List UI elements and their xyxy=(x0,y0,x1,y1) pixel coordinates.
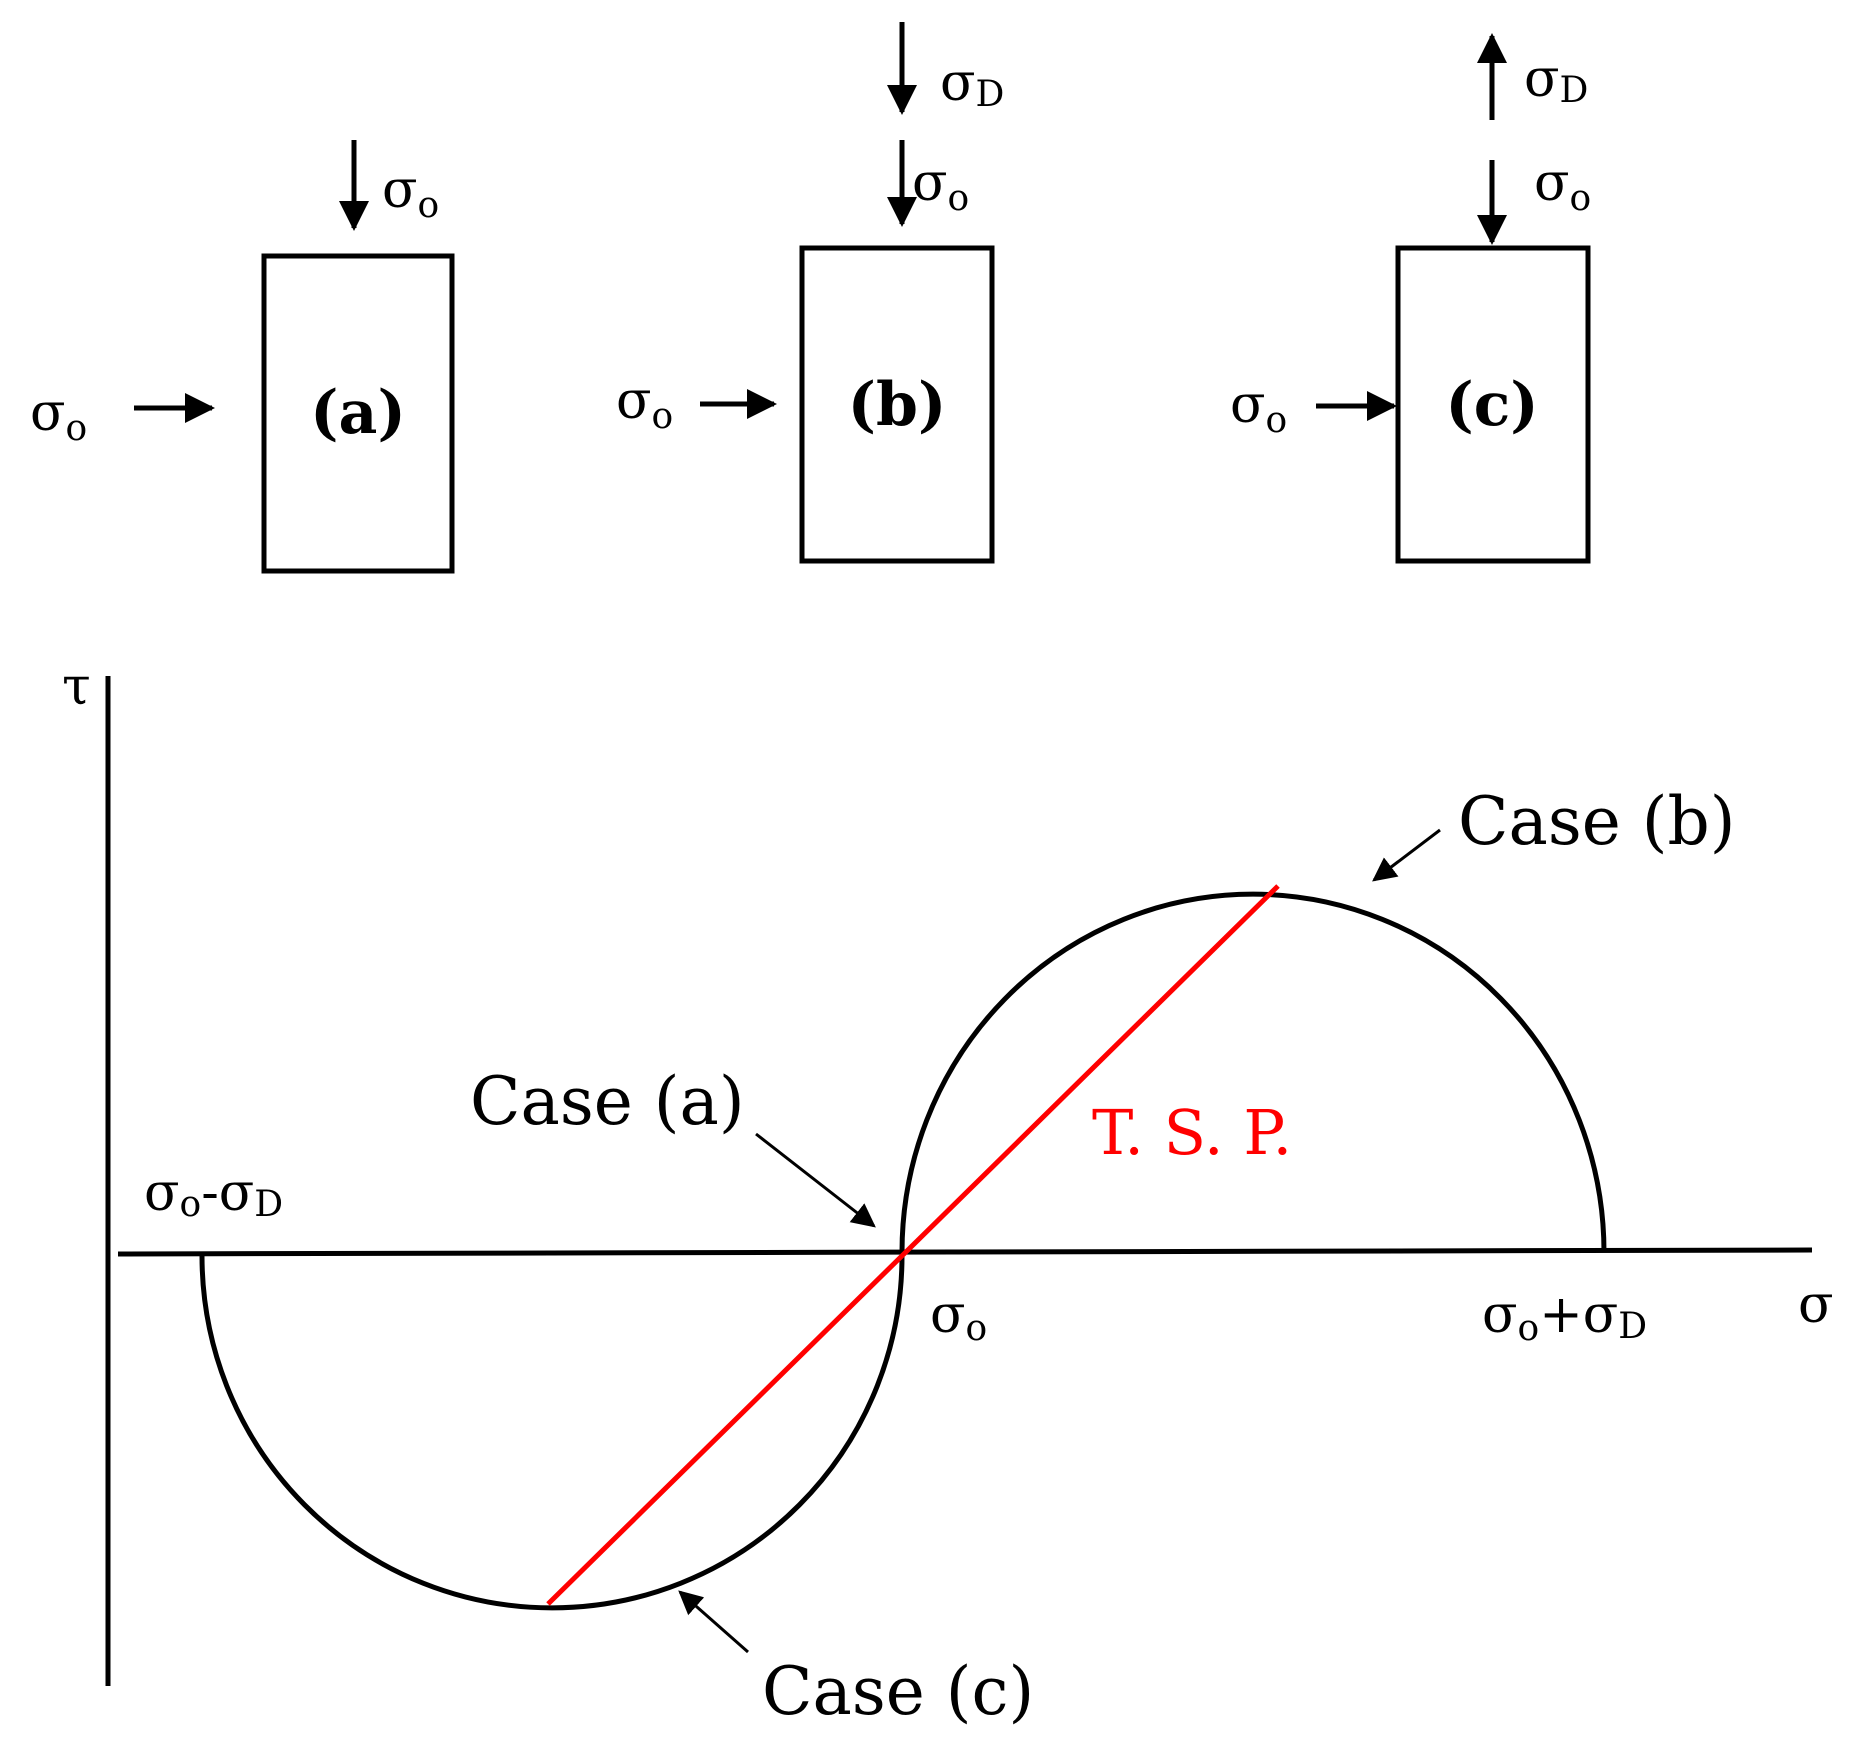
sigma-subscript: o xyxy=(1266,400,1288,441)
element-c: (c) σD σo σo xyxy=(1230,33,1591,564)
sigma-symbol: σ xyxy=(930,1285,966,1345)
element-b-sigma-d-label: σD xyxy=(940,53,1004,115)
case-c-label: Case (c) xyxy=(762,1653,1034,1730)
plus-sign: + xyxy=(1539,1285,1583,1345)
sigma-o-tick-label: σo xyxy=(930,1285,987,1349)
element-b-horizontal-sigma-label: σo xyxy=(616,371,673,437)
sigma-symbol: σ xyxy=(382,160,418,220)
element-a: (a) σo σo xyxy=(30,140,455,574)
case-a-label: Case (a) xyxy=(470,1063,745,1140)
sigma-subscript: D xyxy=(1560,70,1589,111)
minus-sign: - xyxy=(201,1163,219,1223)
element-b-box xyxy=(799,245,995,564)
sigma-subscript: o xyxy=(180,1184,202,1225)
case-b-semicircle xyxy=(899,891,1607,1253)
sigma-symbol: σ xyxy=(144,1163,180,1223)
element-b: (b) σD σo σo xyxy=(616,22,1004,564)
mohr-diagram: τ σ σo-σD σo σo+σD Case (a) Case (b) Cas… xyxy=(62,657,1834,1730)
case-c-semicircle xyxy=(199,1255,905,1611)
element-c-sigma-d-label: σD xyxy=(1524,49,1588,111)
element-a-box xyxy=(261,253,455,574)
sigma-subscript: o xyxy=(652,396,674,437)
sigma-symbol: σ xyxy=(912,153,948,213)
element-a-horizontal-sigma-label: σo xyxy=(30,383,87,449)
element-b-label: (b) xyxy=(848,370,947,440)
case-b-pointer-arrow xyxy=(1372,828,1441,882)
tau-axis-label: τ xyxy=(62,657,91,717)
sigma-subscript: o xyxy=(66,408,88,449)
case-b-label: Case (b) xyxy=(1458,783,1736,860)
sigma-subscript: D xyxy=(1618,1306,1647,1347)
sigma-subscript: o xyxy=(1570,178,1592,219)
element-c-box xyxy=(1395,245,1591,564)
sigma-subscript: D xyxy=(976,74,1005,115)
sigma-o-minus-sigma-d-label: σo-σD xyxy=(144,1163,283,1225)
element-a-label: (a) xyxy=(310,378,406,448)
sigma-axis-label: σ xyxy=(1798,1275,1834,1335)
sigma-subscript: D xyxy=(254,1184,283,1225)
case-c-pointer-arrow xyxy=(678,1590,749,1654)
sigma-symbol: σ xyxy=(30,383,66,443)
sigma-symbol: σ xyxy=(616,371,652,431)
case-a-pointer-arrow xyxy=(755,1132,876,1228)
element-a-vertical-sigma-label: σo xyxy=(382,160,439,226)
element-c-horizontal-sigma-label: σo xyxy=(1230,375,1287,441)
total-stress-path-line xyxy=(546,884,1280,1606)
sigma-symbol: σ xyxy=(940,53,976,113)
sigma-o-plus-sigma-d-label: σo+σD xyxy=(1482,1285,1647,1349)
sigma-symbol: σ xyxy=(1482,1285,1518,1345)
sigma-symbol: σ xyxy=(1230,375,1266,435)
sigma-symbol: σ xyxy=(1524,49,1560,109)
sigma-subscript: o xyxy=(418,185,440,226)
element-c-vertical-sigma-label: σo xyxy=(1534,153,1591,219)
element-b-vertical-sigma-label: σo xyxy=(912,153,969,219)
sigma-subscript: o xyxy=(1518,1308,1540,1349)
sigma-symbol: σ xyxy=(1534,153,1570,213)
sigma-subscript: o xyxy=(948,178,970,219)
element-c-label: (c) xyxy=(1445,370,1538,440)
sigma-axis xyxy=(117,1247,1813,1257)
sigma-symbol: σ xyxy=(219,1163,255,1223)
tsp-label: T. S. P. xyxy=(1092,1096,1292,1169)
sigma-symbol: σ xyxy=(1583,1285,1619,1345)
sigma-subscript: o xyxy=(966,1308,988,1349)
